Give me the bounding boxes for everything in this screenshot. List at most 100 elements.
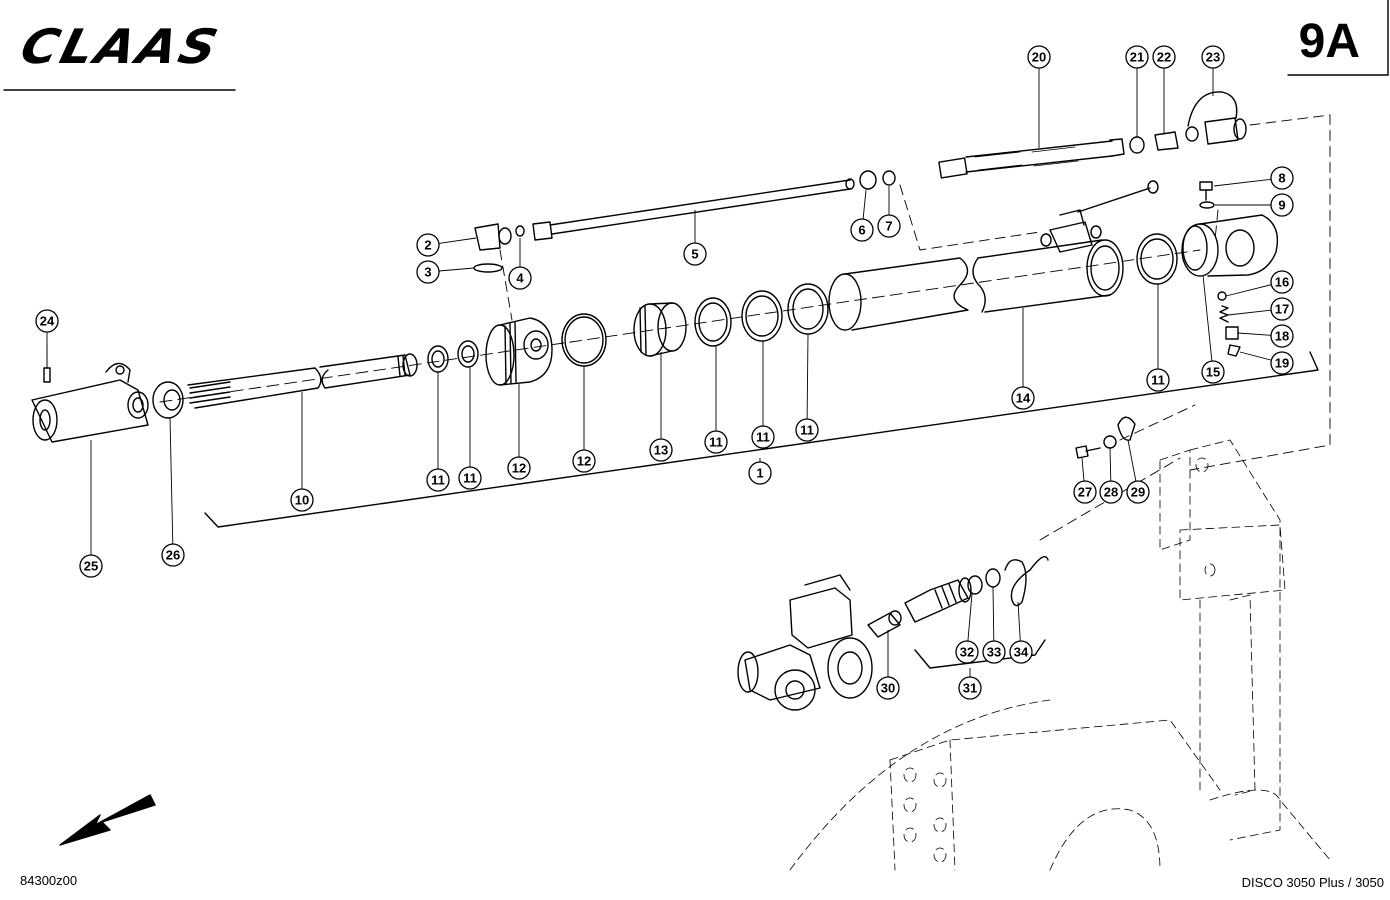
callout-label: 6 (858, 223, 865, 238)
callout-circle (1146, 368, 1170, 392)
callout-circle (982, 640, 1006, 664)
callout-label: 3 (424, 265, 431, 280)
plug-part-19 (1227, 344, 1241, 357)
ball-part-16 (1217, 291, 1227, 301)
leader-line (1127, 439, 1137, 482)
model-name: DISCO 3050 Plus / 3050 (1241, 875, 1384, 890)
callout-11: 11 (704, 430, 728, 454)
leader-line (1239, 351, 1272, 361)
piston-part-13 (633, 302, 687, 357)
piston-rod-part-10 (187, 353, 418, 409)
callout-23: 23 (1201, 45, 1225, 69)
callout-label: 23 (1206, 50, 1220, 65)
ring-part-33 (985, 568, 1001, 588)
tractor-icon (737, 574, 873, 711)
callout-circle (748, 461, 772, 485)
callout-circle (1126, 480, 1150, 504)
clip-part-29 (1117, 416, 1136, 441)
callout-30: 30 (876, 676, 900, 700)
callout-circle (79, 554, 103, 578)
callout-5: 5 (683, 242, 707, 266)
callout-label: 10 (295, 493, 309, 508)
machine-frame-outline (789, 439, 1331, 871)
callout-label: 1 (756, 466, 763, 481)
callout-label: 20 (1032, 50, 1046, 65)
leader-line (1109, 447, 1112, 482)
callout-label: 16 (1275, 275, 1289, 290)
callout-17: 17 (1270, 297, 1294, 321)
callout-8: 8 (1270, 166, 1294, 190)
insert-part-18 (1225, 326, 1239, 340)
callout-circle (1011, 386, 1035, 410)
callout-4: 4 (508, 266, 532, 290)
callout-circle (1270, 193, 1294, 217)
ball-valve (1040, 180, 1159, 253)
seal-ring (457, 340, 479, 368)
callout-label: 11 (463, 471, 477, 486)
leader-line (1213, 178, 1272, 187)
clevis-part-25 (31, 362, 149, 443)
leader-line (438, 237, 477, 244)
hydraulic-hose-part-20 (938, 138, 1125, 179)
leader-line (862, 189, 867, 220)
seal-ring (741, 290, 783, 342)
callout-circle (877, 214, 901, 238)
callout-circle (751, 425, 775, 449)
callout-3: 3 (416, 260, 440, 284)
callout-circle (795, 418, 819, 442)
callout-label: 5 (691, 247, 698, 262)
leader-line (1202, 274, 1213, 362)
leader-line (438, 267, 475, 272)
leader-line (992, 586, 995, 642)
direction-arrow-icon (59, 794, 156, 846)
callout-label: 19 (1275, 356, 1289, 371)
callout-circle (958, 676, 982, 700)
screw-part-8 (1199, 181, 1213, 201)
callout-circle (1125, 45, 1149, 69)
callout-label: 14 (1016, 391, 1031, 406)
leader-line (1017, 601, 1021, 642)
elbow-fitting-part-2 (474, 223, 512, 251)
callout-11: 11 (1146, 368, 1170, 392)
callout-circle (955, 640, 979, 664)
leader-line (967, 593, 973, 642)
callout-label: 12 (512, 461, 526, 476)
washer-part-3 (473, 263, 503, 273)
cylinder-tube-part-14 (828, 239, 1124, 331)
callout-label: 27 (1078, 485, 1092, 500)
callout-label: 33 (987, 645, 1001, 660)
callout-label: 29 (1131, 485, 1145, 500)
callout-circle (426, 468, 450, 492)
callout-label: 7 (885, 219, 892, 234)
callout-label: 9 (1278, 198, 1285, 213)
sheet-number: 9A (1298, 15, 1360, 68)
seal-ring (427, 345, 449, 373)
callout-circle (35, 309, 59, 333)
adapter-part-22 (1154, 131, 1179, 151)
callout-label: 32 (960, 645, 974, 660)
seal-ring (694, 297, 732, 347)
spring-part-17 (1219, 305, 1229, 323)
callout-10: 10 (290, 488, 314, 512)
seal-ring (1136, 233, 1178, 285)
callout-28: 28 (1099, 480, 1123, 504)
leader-line (1237, 332, 1272, 336)
callout-22: 22 (1152, 45, 1176, 69)
callout-circle (1073, 480, 1097, 504)
callout-12: 12 (507, 456, 531, 480)
callout-25: 25 (79, 554, 103, 578)
callout-circle (1270, 324, 1294, 348)
callout-circle (850, 218, 874, 242)
leader-line (1081, 457, 1085, 482)
callout-label: 25 (84, 559, 98, 574)
o-ring (561, 313, 607, 367)
leader-line (1225, 284, 1272, 297)
callout-circle (683, 242, 707, 266)
callout-circle (458, 466, 482, 490)
callout-34: 34 (1009, 640, 1033, 664)
callout-circle (1270, 297, 1294, 321)
nut-part-26 (152, 381, 184, 419)
callout-circle (704, 430, 728, 454)
